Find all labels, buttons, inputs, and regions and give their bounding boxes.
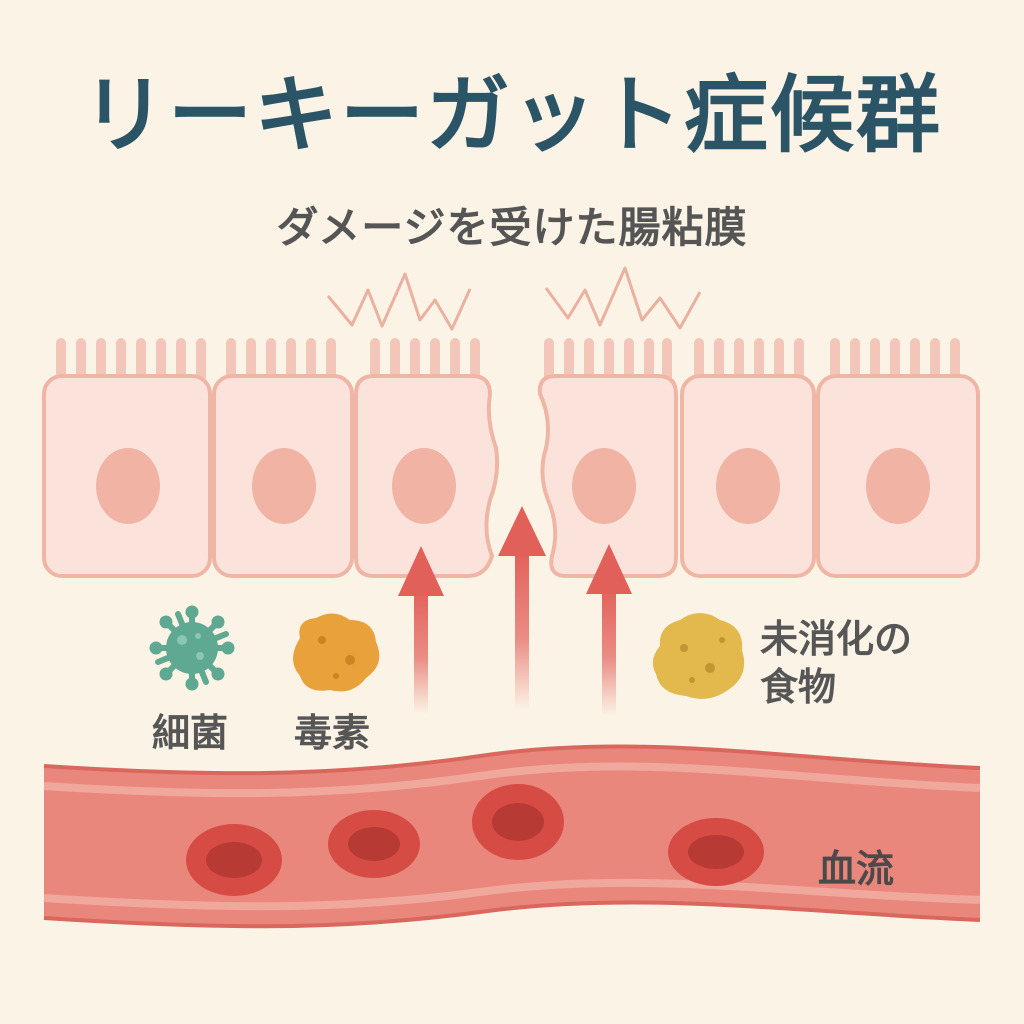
epithelial-cell-damaged bbox=[354, 338, 500, 578]
label-bloodstream: 血流 bbox=[818, 847, 895, 891]
red-blood-cell bbox=[328, 810, 420, 878]
leak-arrow-left bbox=[398, 546, 444, 714]
cell-nucleus bbox=[866, 448, 930, 524]
damage-mark-right bbox=[544, 266, 702, 330]
red-blood-cell bbox=[186, 824, 282, 896]
damage-mark-left bbox=[326, 272, 472, 331]
cell-nucleus bbox=[96, 448, 160, 524]
label-undigested-food-line1: 未消化の bbox=[760, 617, 913, 661]
cell-nucleus bbox=[572, 448, 636, 524]
epithelial-cell bbox=[212, 338, 354, 578]
subtitle: ダメージを受けた腸粘膜 bbox=[276, 203, 748, 252]
epithelial-cell bbox=[42, 338, 212, 578]
intestinal-lining bbox=[42, 338, 980, 578]
undigested-food-icon bbox=[652, 613, 745, 699]
label-undigested-food: 未消化の 食物 bbox=[760, 616, 912, 711]
leak-arrow-center bbox=[498, 506, 546, 710]
cell-nucleus bbox=[392, 448, 456, 524]
cell-nucleus bbox=[252, 448, 316, 524]
red-blood-cell bbox=[472, 784, 564, 860]
bacteria-icon bbox=[149, 605, 235, 691]
red-blood-cell bbox=[668, 818, 764, 886]
toxin-icon bbox=[293, 613, 380, 692]
label-undigested-food-line2: 食物 bbox=[760, 664, 837, 709]
epithelial-cell bbox=[816, 338, 980, 578]
leak-arrow-right bbox=[586, 544, 632, 716]
label-bacteria: 細菌 bbox=[152, 711, 229, 755]
epithelial-cell-damaged bbox=[537, 338, 678, 578]
cell-nucleus bbox=[716, 448, 780, 524]
page-title: リーキーガット症候群 bbox=[81, 66, 942, 164]
label-toxin: 毒素 bbox=[294, 711, 371, 755]
epithelial-cell bbox=[680, 338, 816, 578]
